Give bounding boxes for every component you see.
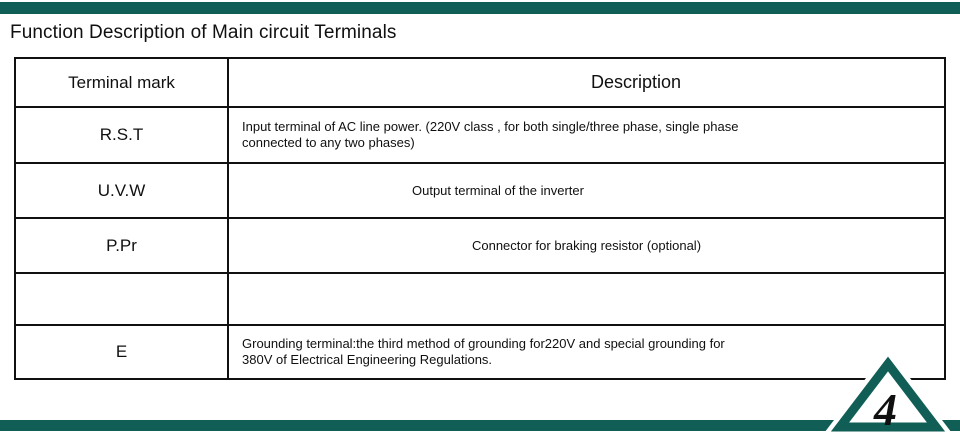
page-title: Function Description of Main circuit Ter… bbox=[10, 22, 397, 43]
page-number-triangle-icon: 4 bbox=[821, 354, 950, 436]
terminal-mark-cell: P.Pr bbox=[14, 217, 229, 274]
description-cell: Connector for braking resistor (optional… bbox=[227, 217, 946, 274]
description-cell: Input terminal of AC line power. (220V c… bbox=[227, 106, 946, 164]
page-number: 4 bbox=[873, 384, 897, 435]
table-row: U.V.W Output terminal of the inverter bbox=[14, 162, 946, 219]
table-row: P.Pr Connector for braking resistor (opt… bbox=[14, 217, 946, 274]
header-terminal-mark: Terminal mark bbox=[14, 57, 229, 108]
top-accent-bar bbox=[0, 2, 960, 14]
terminal-mark-cell: R.S.T bbox=[14, 106, 229, 164]
terminal-mark-cell: U.V.W bbox=[14, 162, 229, 219]
bottom-accent-bar bbox=[0, 420, 960, 431]
terminal-mark-cell bbox=[14, 272, 229, 326]
description-cell: Grounding terminal:the third method of g… bbox=[227, 324, 946, 380]
terminals-table: Terminal mark Description R.S.T Input te… bbox=[14, 57, 946, 380]
table-row: E Grounding terminal:the third method of… bbox=[14, 324, 946, 380]
table-row bbox=[14, 272, 946, 326]
header-description: Description bbox=[227, 57, 946, 108]
description-cell: Output terminal of the inverter bbox=[227, 162, 946, 219]
terminal-mark-cell: E bbox=[14, 324, 229, 380]
description-cell bbox=[227, 272, 946, 326]
table-header-row: Terminal mark Description bbox=[14, 57, 946, 108]
table-row: R.S.T Input terminal of AC line power. (… bbox=[14, 106, 946, 164]
